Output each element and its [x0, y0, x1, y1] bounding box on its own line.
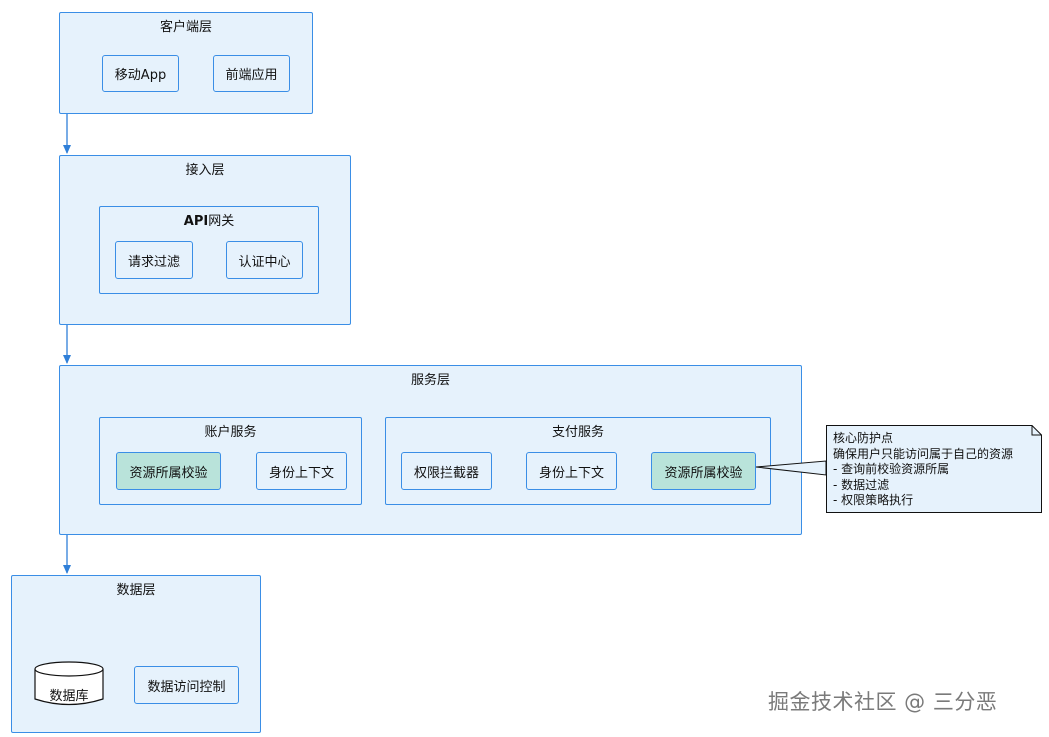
note-shape [826, 425, 1042, 513]
payment-identity-context-node[interactable]: 身份上下文 [526, 452, 617, 490]
client-layer: 客户端层 移动App 前端应用 [59, 12, 313, 114]
note-line-purpose: 确保用户只能访问属于自己的资源 [833, 446, 1014, 461]
account-service-group: 账户服务 资源所属校验 身份上下文 [99, 417, 362, 505]
note-line-item-3: - 权限策略执行 [833, 493, 914, 507]
note-line-item-2: - 数据过滤 [833, 477, 890, 492]
payment-resource-ownership-check-node[interactable]: 资源所属校验 [651, 452, 756, 490]
permission-interceptor-node[interactable]: 权限拦截器 [401, 452, 492, 490]
mobile-app-node[interactable]: 移动App [102, 55, 179, 92]
auth-center-node[interactable]: 认证中心 [226, 241, 303, 279]
watermark: 掘金技术社区 @ 三分恶 [768, 690, 998, 714]
data-access-control-node[interactable]: 数据访问控制 [134, 666, 239, 704]
note-line-title: 核心防护点 [833, 431, 894, 445]
data-layer-title: 数据层 [116, 583, 156, 598]
note-text: 核心防护点 确保用户只能访问属于自己的资源 - 查询前校验资源所属 - 数据过滤… [833, 431, 1013, 509]
api-gateway-group: API网关 请求过滤 认证中心 [99, 206, 319, 294]
note-line-item-1: - 查询前校验资源所属 [833, 462, 950, 476]
service-layer: 服务层 账户服务 资源所属校验 身份上下文 支付服务 权限拦截器 身份上下文 资… [59, 365, 802, 535]
database-label: 数据库 [49, 689, 89, 704]
database-icon[interactable] [34, 660, 104, 708]
request-filter-node[interactable]: 请求过滤 [115, 241, 193, 279]
service-layer-title: 服务层 [410, 373, 450, 388]
core-protection-note: 核心防护点 确保用户只能访问属于自己的资源 - 查询前校验资源所属 - 数据过滤… [826, 425, 1042, 513]
account-service-title: 账户服务 [204, 425, 257, 440]
access-layer-title: 接入层 [185, 163, 225, 178]
client-layer-title: 客户端层 [159, 20, 212, 35]
api-gateway-title: API网关 [183, 214, 235, 229]
payment-service-group: 支付服务 权限拦截器 身份上下文 资源所属校验 [385, 417, 771, 505]
account-resource-ownership-check-node[interactable]: 资源所属校验 [116, 452, 221, 490]
frontend-app-node[interactable]: 前端应用 [213, 55, 290, 92]
account-identity-context-node[interactable]: 身份上下文 [256, 452, 347, 490]
access-layer: 接入层 API网关 请求过滤 认证中心 [59, 155, 351, 325]
data-layer: 数据层 数据访问控制 [11, 575, 261, 733]
payment-service-title: 支付服务 [551, 425, 604, 440]
